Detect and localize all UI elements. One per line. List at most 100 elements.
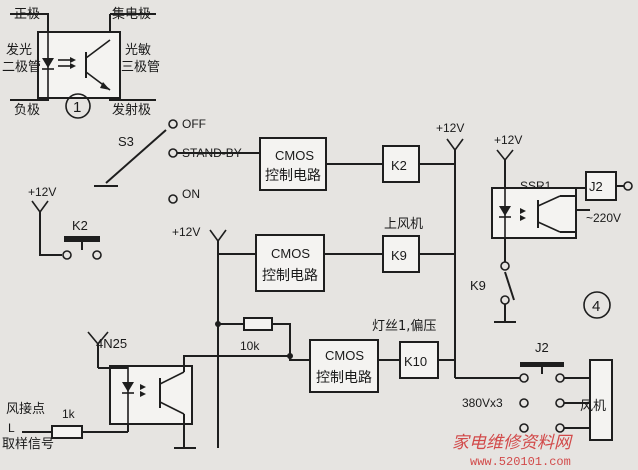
fan-contact-3b: [555, 423, 565, 433]
fan-contact-1b: [555, 373, 565, 383]
ssr-terminal: [623, 181, 633, 191]
s3-standby-contact: [168, 148, 178, 158]
s3-on-label: ON: [182, 187, 200, 201]
k9-label: K9: [391, 248, 407, 263]
k2-switch-bar: [64, 236, 100, 242]
cmos-block-1: CMOS 控制电路: [259, 137, 327, 191]
ssr-12v-label: +12V: [494, 133, 522, 147]
opto-light-arrow-icon: [140, 384, 146, 390]
s3-on-contact: [168, 194, 178, 204]
cmos-2-line1: CMOS: [271, 246, 310, 261]
fig1-emitter-label: 发射极: [112, 102, 151, 118]
relay-k2: K2: [326, 145, 455, 183]
left-12v-label: +12V: [28, 185, 56, 199]
ssr-ac-label: ~220V: [586, 211, 621, 225]
ssr-led-icon: [499, 206, 511, 216]
ssr-out-wire: [560, 187, 586, 197]
watermark-cn: 家电维修资料网: [452, 433, 573, 453]
k2-label: K2: [391, 158, 407, 173]
watermark: 家电维修资料网 www.520101.com: [452, 433, 573, 469]
fig1-led-label-1: 发光: [6, 42, 32, 58]
fig1-arrowhead-icon: [70, 57, 76, 63]
fan-j2-label: J2: [535, 340, 549, 355]
mid-12v-branch: +12V: [172, 225, 256, 448]
s3-pole: [105, 129, 167, 184]
emitter-lead: [109, 98, 156, 101]
opto-led-icon: [122, 382, 134, 392]
k9-switch-top-contact: [500, 261, 510, 271]
r10k-label: 10k: [240, 339, 260, 353]
r10k-body: [243, 317, 273, 331]
anode-lead: [10, 13, 49, 32]
fan-motor-box: [589, 359, 613, 441]
resistor-10k: 10k: [215, 317, 310, 361]
fig1-collector-label: 集电极: [112, 6, 151, 22]
input-label-2: 取样信号: [2, 437, 54, 452]
fig1-cathode-label: 负极: [14, 103, 40, 118]
fan-section: J2 380Vx3 风机: [454, 340, 613, 441]
cmos-1-line1: CMOS: [275, 148, 314, 163]
mid-12v-label: +12V: [172, 225, 200, 239]
fig1-photo-label-2: 三极管: [121, 60, 160, 75]
fan-contact-1a: [519, 373, 529, 383]
ssr-12v-icon: [496, 149, 514, 162]
left-12v-icon: [31, 200, 49, 214]
fig1-emitter-arrow-icon: [100, 82, 110, 90]
s3-off-contact: [168, 119, 178, 129]
opto-light-arrow-icon-2: [140, 391, 146, 397]
fig1-led-label-2: 二极管: [2, 60, 41, 75]
ssr-j2-label: J2: [589, 179, 603, 194]
s3-label: S3: [118, 134, 134, 149]
r10k-right-wire: [272, 323, 310, 361]
fig4-number-circle: [583, 291, 611, 319]
input-L-label: L: [8, 421, 15, 435]
fan-contact-2a: [519, 398, 529, 408]
cmos-block-2: CMOS 控制电路: [255, 234, 325, 292]
fig1-optocoupler-symbol: 正极 集电极 发光 二极管 光敏 三极管 负极 发射极 1: [2, 6, 160, 119]
cmos-3-box: [309, 339, 379, 393]
ssr-collector: [537, 195, 561, 207]
fig1-collector-line: [85, 39, 111, 59]
ssr-section: +12V SSR1 J2 ~220V K9 4: [470, 133, 633, 323]
fig1-anode-label: 正极: [14, 7, 40, 22]
k10-label: K10: [404, 354, 427, 369]
switch-s3: S3 OFF STAND-BY ON: [94, 117, 260, 204]
cmos-1-line2: 控制电路: [265, 168, 321, 184]
fan-contact-3a: [519, 423, 529, 433]
watermark-url: www.520101.com: [470, 455, 571, 469]
k2-contact-a: [62, 250, 72, 260]
k9-switch-label: K9: [470, 278, 486, 293]
fig1-arrowhead-icon-2: [70, 63, 76, 69]
fan-label: 风机: [580, 399, 606, 414]
cmos-block-3: CMOS 控制电路: [309, 339, 379, 393]
input-label-1: 风接点: [6, 401, 45, 417]
opto-emitter: [159, 401, 185, 415]
optocoupler-label: 4N25: [96, 336, 127, 351]
opto-collector-wire: [183, 355, 290, 372]
r1k-resistor: [51, 425, 83, 439]
cmos-3-line1: CMOS: [325, 348, 364, 363]
ssr-j2-box: [585, 171, 617, 201]
r1k-label: 1k: [62, 407, 76, 421]
junction-dot-2: [287, 353, 293, 359]
filament-label: 灯丝1,偏压: [372, 319, 436, 334]
fan-voltage-label: 380Vx3: [462, 396, 503, 410]
top-12v-icon: [446, 138, 464, 152]
opto-collector: [159, 371, 185, 385]
upper-fan-label: 上风机: [384, 217, 423, 232]
fig4-number: 4: [592, 298, 600, 315]
k2-switch-label: K2: [72, 218, 88, 233]
k2-switch-branch: +12V K2: [28, 185, 102, 260]
mid-12v-icon: [209, 229, 227, 243]
cmos-2-box: [255, 234, 325, 292]
relay-k10: 灯丝1,偏压 K10: [372, 319, 455, 379]
fig1-number: 1: [73, 99, 81, 116]
optocoupler-4n25: 4N25 风接点 L 取样信号 1k: [2, 331, 290, 452]
fig1-number-circle: [65, 93, 91, 119]
relay-k9: 上风机 K9: [324, 217, 455, 273]
k9-switch-blade: [504, 271, 515, 301]
fig1-photo-label-1: 光敏: [125, 43, 151, 58]
cmos-3-line2: 控制电路: [316, 370, 372, 386]
